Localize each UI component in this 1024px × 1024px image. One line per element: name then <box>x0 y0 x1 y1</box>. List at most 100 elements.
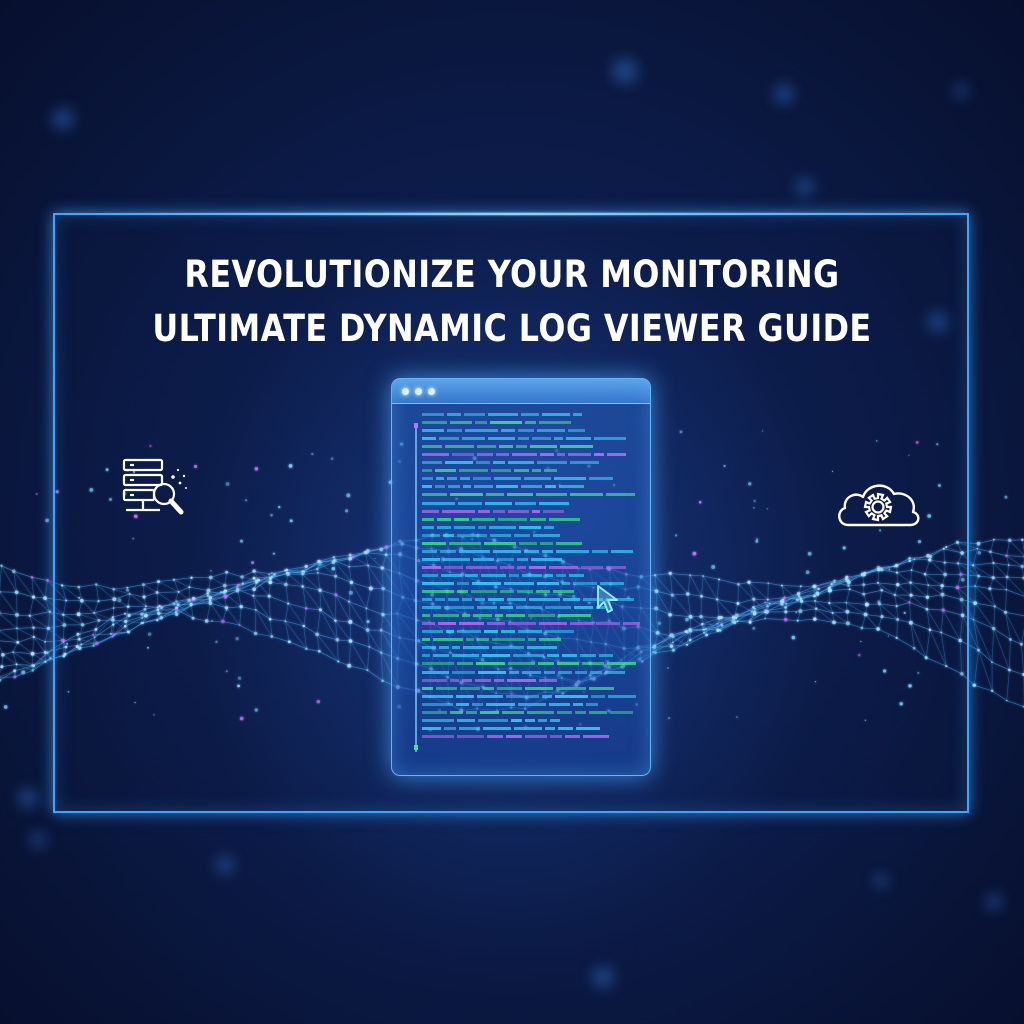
network-node <box>46 579 49 582</box>
log-line[interactable] <box>422 588 640 596</box>
network-link <box>289 641 307 650</box>
network-node <box>191 616 195 620</box>
network-node <box>976 547 979 550</box>
log-line[interactable] <box>422 459 640 467</box>
network-link <box>254 576 272 579</box>
network-node <box>652 646 655 649</box>
window-control-dot[interactable] <box>402 388 409 395</box>
network-node <box>766 605 769 608</box>
network-node <box>685 643 689 646</box>
network-node <box>160 606 164 609</box>
network-link <box>348 601 351 622</box>
log-line[interactable] <box>422 411 640 419</box>
log-line[interactable] <box>422 660 640 668</box>
log-line[interactable] <box>422 451 640 459</box>
network-node <box>1020 642 1023 646</box>
log-line[interactable] <box>422 620 640 628</box>
log-line[interactable] <box>422 693 640 701</box>
log-line[interactable] <box>422 652 640 660</box>
log-line[interactable] <box>422 556 640 564</box>
log-line[interactable] <box>422 516 640 524</box>
log-line[interactable] <box>422 572 640 580</box>
headline-line-2: ULTIMATE DYNAMIC LOG VIEWER GUIDE <box>152 307 872 350</box>
log-line[interactable] <box>422 612 640 620</box>
network-node <box>367 564 370 567</box>
network-link <box>127 593 130 607</box>
log-line[interactable] <box>422 580 640 588</box>
log-line[interactable] <box>422 669 640 677</box>
network-node <box>285 568 288 572</box>
log-line[interactable] <box>422 709 640 717</box>
network-link <box>959 640 963 674</box>
network-link <box>241 570 255 578</box>
log-line[interactable] <box>422 419 640 427</box>
log-line[interactable] <box>422 596 640 604</box>
mouse-cursor-icon <box>597 585 618 613</box>
network-node <box>668 571 672 576</box>
server-search-icon <box>122 458 187 515</box>
log-output[interactable] <box>422 411 640 741</box>
sparkle-particle <box>237 684 241 688</box>
network-link <box>978 575 994 578</box>
log-line[interactable] <box>422 677 640 685</box>
network-node <box>912 646 916 650</box>
network-link <box>45 654 66 663</box>
log-line[interactable] <box>422 701 640 709</box>
log-line[interactable] <box>422 644 640 652</box>
log-line[interactable] <box>422 500 640 508</box>
network-link <box>865 614 879 630</box>
log-line[interactable] <box>422 532 640 540</box>
network-node <box>831 611 834 614</box>
network-node <box>976 648 981 652</box>
network-node <box>62 623 67 627</box>
log-line[interactable] <box>422 435 640 443</box>
network-link <box>993 539 1010 541</box>
log-line[interactable] <box>422 540 640 548</box>
network-link <box>781 585 785 598</box>
log-line[interactable] <box>422 628 640 636</box>
sparkle-particle <box>263 577 266 579</box>
network-link <box>62 585 79 588</box>
network-link <box>79 624 83 640</box>
network-link <box>957 587 976 604</box>
network-link <box>1008 564 1023 567</box>
network-link <box>112 613 126 618</box>
log-line[interactable] <box>422 427 640 435</box>
window-titlebar[interactable] <box>392 379 650 404</box>
network-link <box>351 582 367 609</box>
log-line[interactable] <box>422 483 640 491</box>
log-line[interactable] <box>422 717 640 725</box>
network-link <box>302 568 318 573</box>
network-link <box>911 594 928 598</box>
log-line[interactable] <box>422 491 640 499</box>
network-node <box>303 570 305 573</box>
network-link <box>95 616 113 630</box>
network-link <box>753 598 766 612</box>
network-link <box>113 587 128 590</box>
log-line[interactable] <box>422 685 640 693</box>
log-line[interactable] <box>422 725 640 733</box>
log-line[interactable] <box>422 524 640 532</box>
network-node <box>719 629 722 632</box>
log-line[interactable] <box>422 443 640 451</box>
sparkle-particle <box>917 671 920 674</box>
log-line[interactable] <box>422 475 640 483</box>
log-line[interactable] <box>422 604 640 612</box>
log-line[interactable] <box>422 564 640 572</box>
network-node <box>654 651 657 655</box>
network-link <box>738 584 755 600</box>
network-link <box>1009 540 1024 556</box>
log-line[interactable] <box>422 467 640 475</box>
log-line[interactable] <box>422 733 640 741</box>
network-link <box>894 584 898 596</box>
network-link <box>79 645 94 649</box>
log-line[interactable] <box>422 508 640 516</box>
network-node <box>1020 564 1024 569</box>
log-viewer-window[interactable] <box>391 378 651 776</box>
log-line[interactable] <box>422 548 640 556</box>
window-control-dot[interactable] <box>415 388 422 395</box>
network-node <box>701 622 704 626</box>
network-link <box>927 594 943 598</box>
window-control-dot[interactable] <box>428 388 435 395</box>
log-line[interactable] <box>422 636 640 644</box>
